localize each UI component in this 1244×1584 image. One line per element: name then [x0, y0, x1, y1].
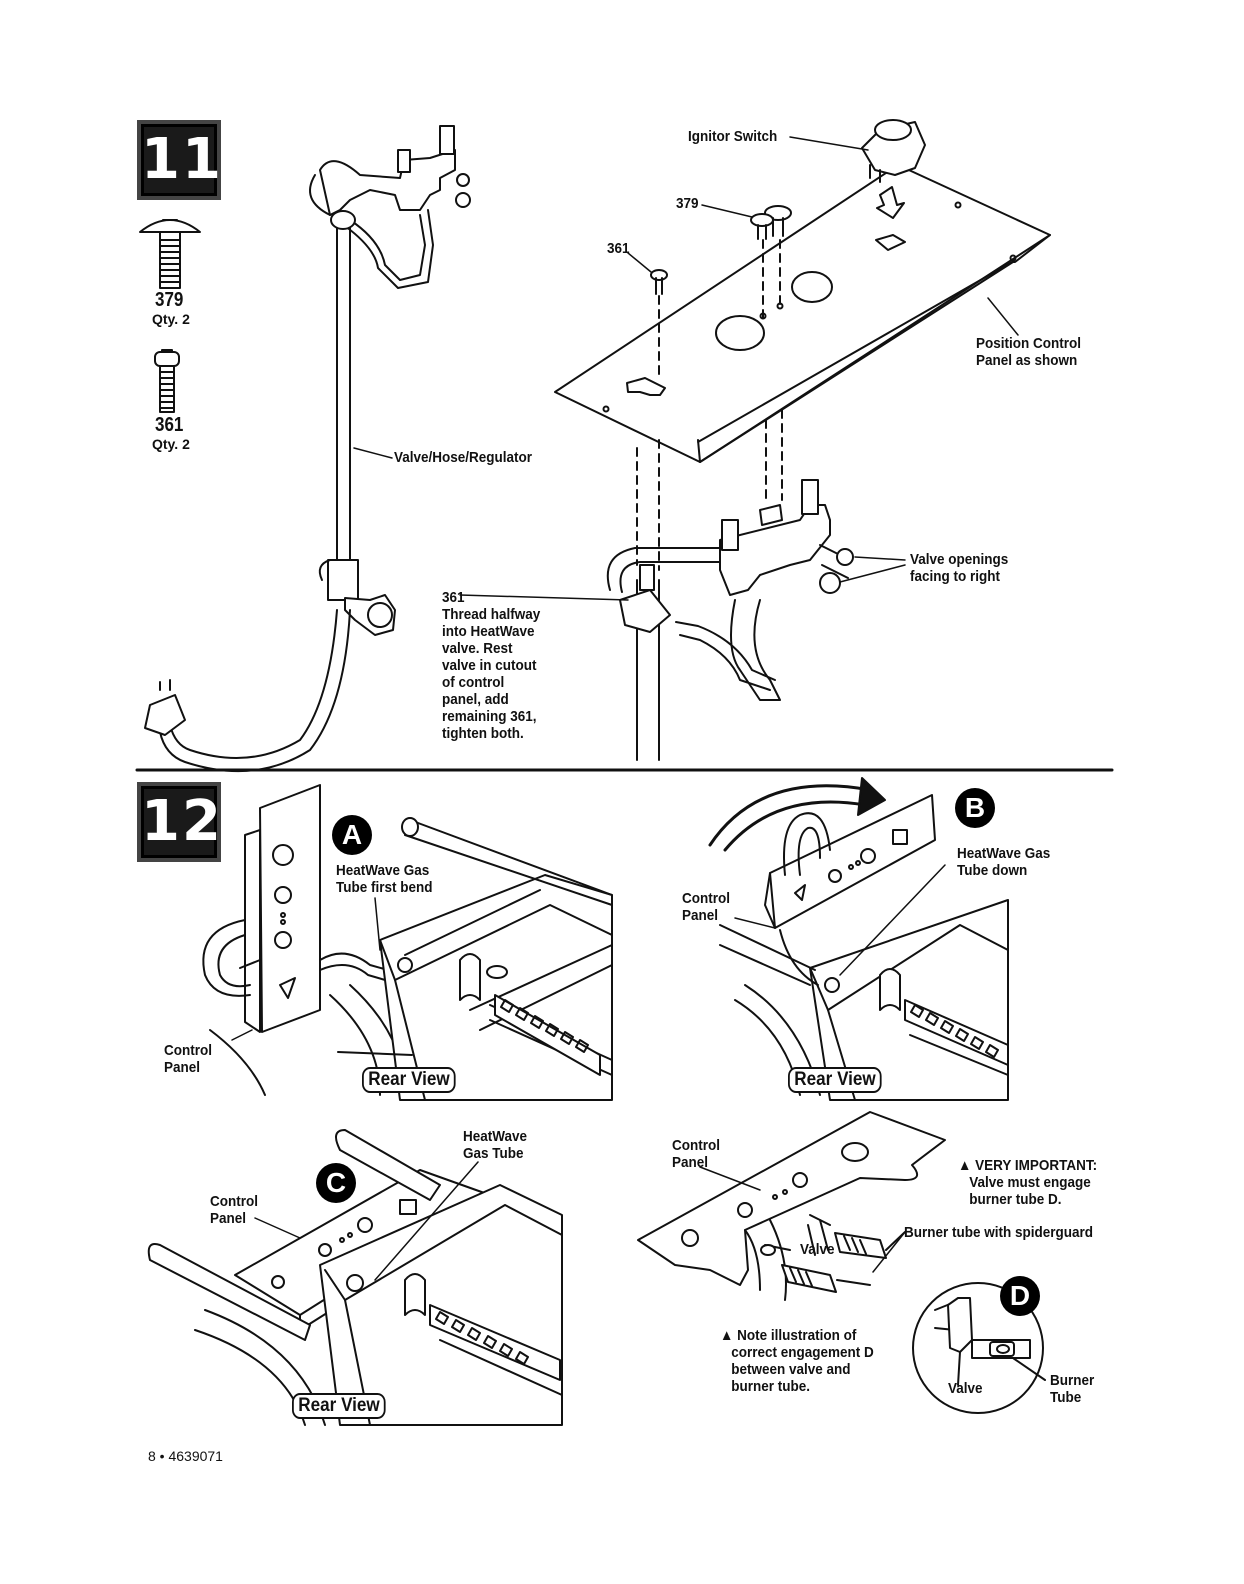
valve-hose-regulator-drawing	[144, 125, 471, 773]
label-valve-openings: Valve openings facing to right	[910, 551, 1009, 585]
part-379-number: 379	[155, 289, 184, 311]
screw-361-icon	[154, 349, 180, 413]
label-ignitor-switch: Ignitor Switch	[688, 128, 778, 145]
label-c-control-panel: Control Panel	[210, 1193, 258, 1227]
badge-d: D	[1000, 1276, 1040, 1316]
valve-assembly-step11	[606, 479, 854, 761]
part-361-number: 361	[155, 414, 184, 436]
badge-c: C	[316, 1163, 356, 1203]
label-d-detail-valve: Valve	[948, 1380, 983, 1397]
label-d-detail-burner-tube: Burner Tube	[1050, 1372, 1095, 1406]
label-361-instructions: Thread halfway into HeatWave valve. Rest…	[442, 606, 541, 742]
control-panel-step11	[554, 164, 1051, 463]
label-b-gas-tube: HeatWave Gas Tube down	[957, 845, 1051, 879]
label-a-control-panel: Control Panel	[164, 1042, 212, 1076]
label-b-rear-view: Rear View	[788, 1067, 883, 1093]
panel-a-drawing	[202, 784, 613, 1101]
panel-c-drawing	[147, 1129, 563, 1426]
label-d-burner-tube-spiderguard: Burner tube with spiderguard	[904, 1224, 1094, 1241]
screw-379-installed-icon	[750, 205, 792, 240]
panel-b-drawing	[708, 777, 1009, 1101]
label-d-note: ▲ Note illustration of correct engagemen…	[720, 1327, 874, 1395]
panel-d-drawing	[637, 1111, 1046, 1414]
part-379-qty: Qty. 2	[152, 311, 190, 327]
label-position-control-panel: Position Control Panel as shown	[976, 335, 1081, 369]
label-361-note-number: 361	[442, 589, 465, 606]
label-d-valve: Valve	[800, 1241, 835, 1258]
screw-379-icon	[139, 219, 201, 289]
label-d-very-important: ▲ VERY IMPORTANT: Valve must engage burn…	[958, 1157, 1098, 1208]
label-a-rear-view: Rear View	[362, 1067, 457, 1093]
label-c-gas-tube: HeatWave Gas Tube	[463, 1128, 528, 1162]
label-a-gas-tube: HeatWave Gas Tube first bend	[336, 862, 433, 896]
label-b-control-panel: Control Panel	[682, 890, 730, 924]
badge-a: A	[332, 815, 372, 855]
label-d-control-panel: Control Panel	[672, 1137, 720, 1171]
ignitor-switch-icon	[861, 119, 926, 183]
label-valve-hose-regulator: Valve/Hose/Regulator	[394, 449, 533, 466]
step-11-number: 11	[137, 120, 221, 200]
step-12-number: 12	[137, 782, 221, 862]
label-379: 379	[676, 195, 699, 212]
label-c-rear-view: Rear View	[292, 1393, 387, 1419]
badge-b: B	[955, 788, 995, 828]
part-361-qty: Qty. 2	[152, 436, 190, 452]
label-361-top: 361	[607, 240, 630, 257]
page-footer: 8 • 4639071	[148, 1448, 223, 1464]
screw-361-installed-icon	[650, 269, 668, 295]
